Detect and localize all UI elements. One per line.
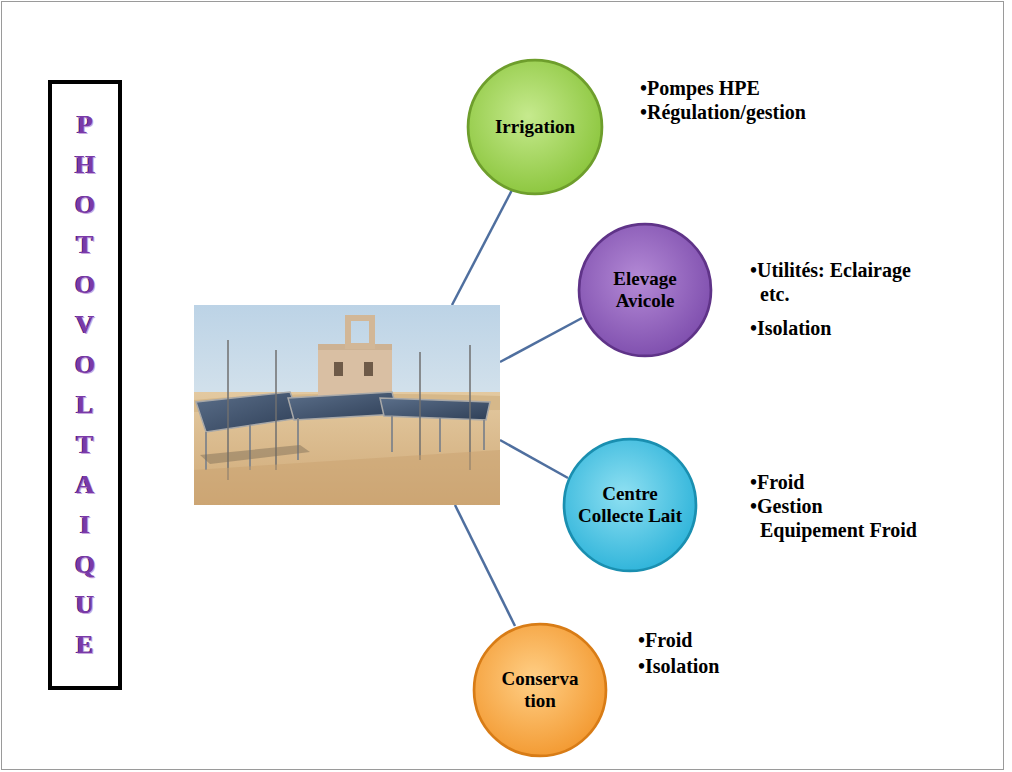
circle-label: Conservation [500, 668, 580, 712]
category-circle: Conservation [472, 622, 608, 758]
circle-label: Elevage Avicole [592, 268, 698, 312]
bullet-item: •Froid [750, 470, 925, 494]
category-circle: Irrigation [466, 58, 604, 196]
bullet-item: •Gestion Equipement Froid [750, 494, 925, 542]
bullet-item: •Utilités: Eclairage etc. [750, 258, 925, 306]
bullet-item: •Isolation [638, 654, 838, 678]
vertical-title: PHOTOVOLTAIQUE [72, 105, 98, 665]
bullet-item: •Isolation [750, 316, 925, 340]
bullet-item: •Pompes HPE [640, 76, 900, 100]
bullet-item: •Régulation/gestion [640, 100, 900, 124]
bullet-item: •Froid [638, 628, 838, 652]
circle-label: Irrigation [495, 116, 575, 138]
category-circle: Centre Collecte Lait [562, 437, 698, 573]
title-banner: PHOTOVOLTAIQUE [48, 80, 122, 690]
category-circle: Elevage Avicole [577, 222, 713, 358]
solar-site-photo [194, 305, 500, 505]
circle-label: Centre Collecte Lait [577, 483, 683, 527]
